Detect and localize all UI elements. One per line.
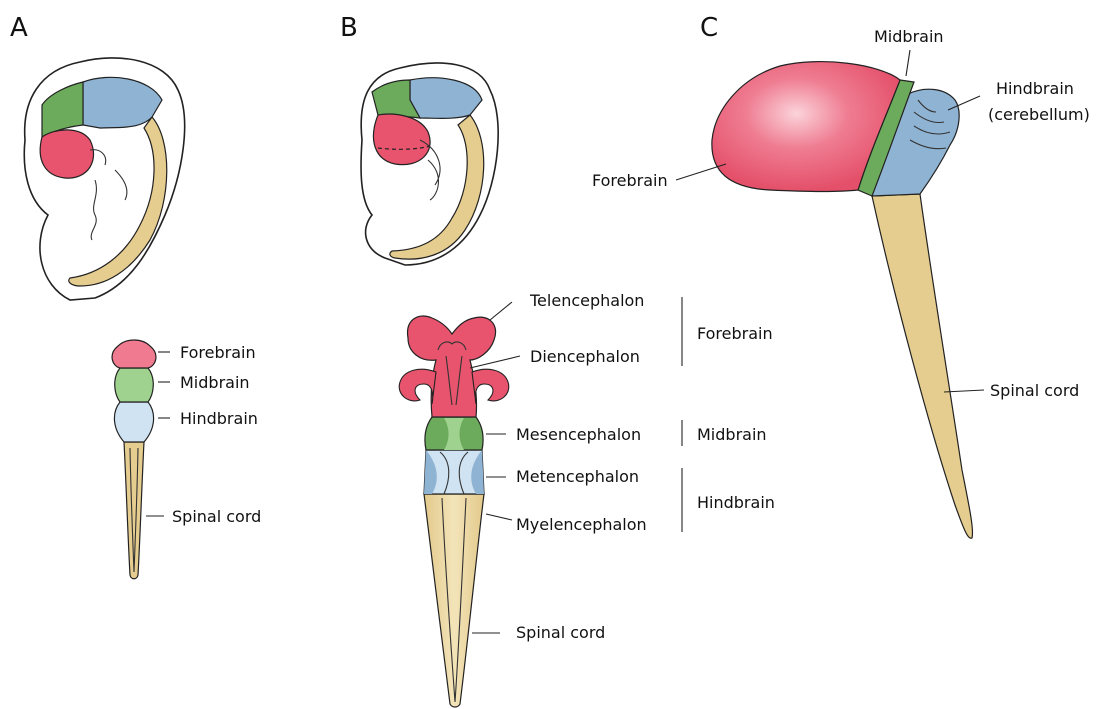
embryo-b-forebrain — [373, 114, 430, 165]
panel-b-letter: B — [340, 13, 358, 43]
embryo-a-midbrain — [42, 82, 83, 137]
tube-a-forebrain — [112, 340, 156, 368]
label-c-spinal-cord: Spinal cord — [990, 381, 1079, 400]
c-spinal-cord — [872, 194, 973, 538]
label-a-spinal-cord: Spinal cord — [172, 507, 261, 526]
label-b-myelencephalon: Myelencephalon — [516, 515, 647, 534]
group-b-midbrain: Midbrain — [697, 425, 767, 444]
panel-b-embryo — [361, 63, 498, 265]
panel-b: B — [340, 13, 775, 707]
label-c-cerebellum: (cerebellum) — [988, 105, 1090, 124]
panel-a-neural-tube: Forebrain Midbrain Hindbrain Spinal cord — [112, 340, 261, 579]
label-a-forebrain: Forebrain — [180, 343, 256, 362]
label-c-midbrain: Midbrain — [874, 27, 944, 46]
tube-a-hindbrain — [114, 402, 153, 442]
embryo-b-hindbrain — [410, 78, 482, 119]
tube-a-midbrain — [115, 368, 154, 402]
panel-c-brain: Midbrain Hindbrain (cerebellum) Forebrai… — [592, 27, 1090, 538]
label-a-midbrain: Midbrain — [180, 373, 250, 392]
label-c-hindbrain: Hindbrain — [996, 79, 1074, 98]
panel-a-letter: A — [10, 13, 28, 43]
panel-a-embryo — [24, 58, 184, 300]
embryo-a-forebrain — [40, 130, 93, 178]
label-b-mesencephalon: Mesencephalon — [516, 425, 641, 444]
label-b-spinal-cord: Spinal cord — [516, 623, 605, 642]
label-b-diencephalon: Diencephalon — [530, 347, 640, 366]
group-b-forebrain: Forebrain — [697, 324, 773, 343]
label-a-hindbrain: Hindbrain — [180, 409, 258, 428]
label-c-forebrain: Forebrain — [592, 171, 668, 190]
panel-a: A Forebrain Midbrain Hindbrain Spin — [10, 13, 261, 579]
panel-b-neural-tube: Telencephalon Diencephalon Mesencephalon… — [399, 291, 775, 707]
tube-b-spinal-cord — [424, 494, 484, 707]
label-b-telencephalon: Telencephalon — [529, 291, 644, 310]
group-b-hindbrain: Hindbrain — [697, 493, 775, 512]
label-b-metencephalon: Metencephalon — [516, 467, 639, 486]
panel-c: C Midbrain Hindbrain (cerebellum) Forebr… — [592, 13, 1090, 538]
panel-c-letter: C — [700, 13, 718, 43]
